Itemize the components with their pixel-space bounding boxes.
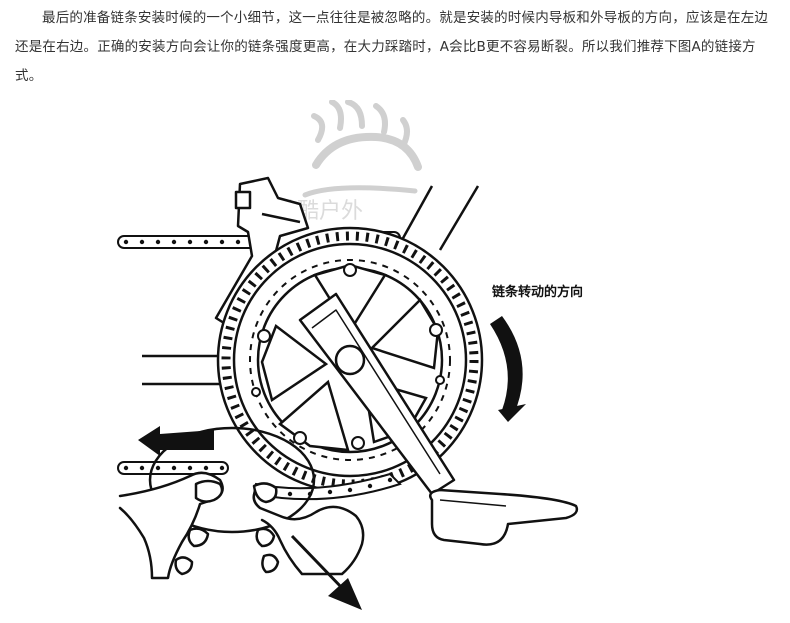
direction-label: 链条转动的方向: [491, 284, 583, 300]
highlight-ellipse: [148, 426, 316, 534]
pedal-icon: [429, 488, 579, 546]
lower-chain-pins: [123, 465, 393, 497]
figure-svg: 骑酷户外: [117, 100, 583, 610]
diagonal-arrow-icon: [290, 534, 362, 610]
sun-watermark-icon: [302, 100, 422, 198]
article-paragraph: 最后的准备链条安装时候的一个小细节，这一点往往是被忽略的。就是安装的时候内导板和…: [15, 10, 769, 84]
chain-installation-figure: 骑酷户外: [0, 100, 790, 623]
right-hand-icon: [252, 482, 365, 576]
rotation-arrow-icon: [490, 316, 526, 422]
crank-arm-icon: [298, 292, 456, 496]
left-hand-icon: [118, 471, 224, 580]
bike-frame: [142, 185, 480, 386]
left-arrow-icon: [138, 426, 214, 456]
